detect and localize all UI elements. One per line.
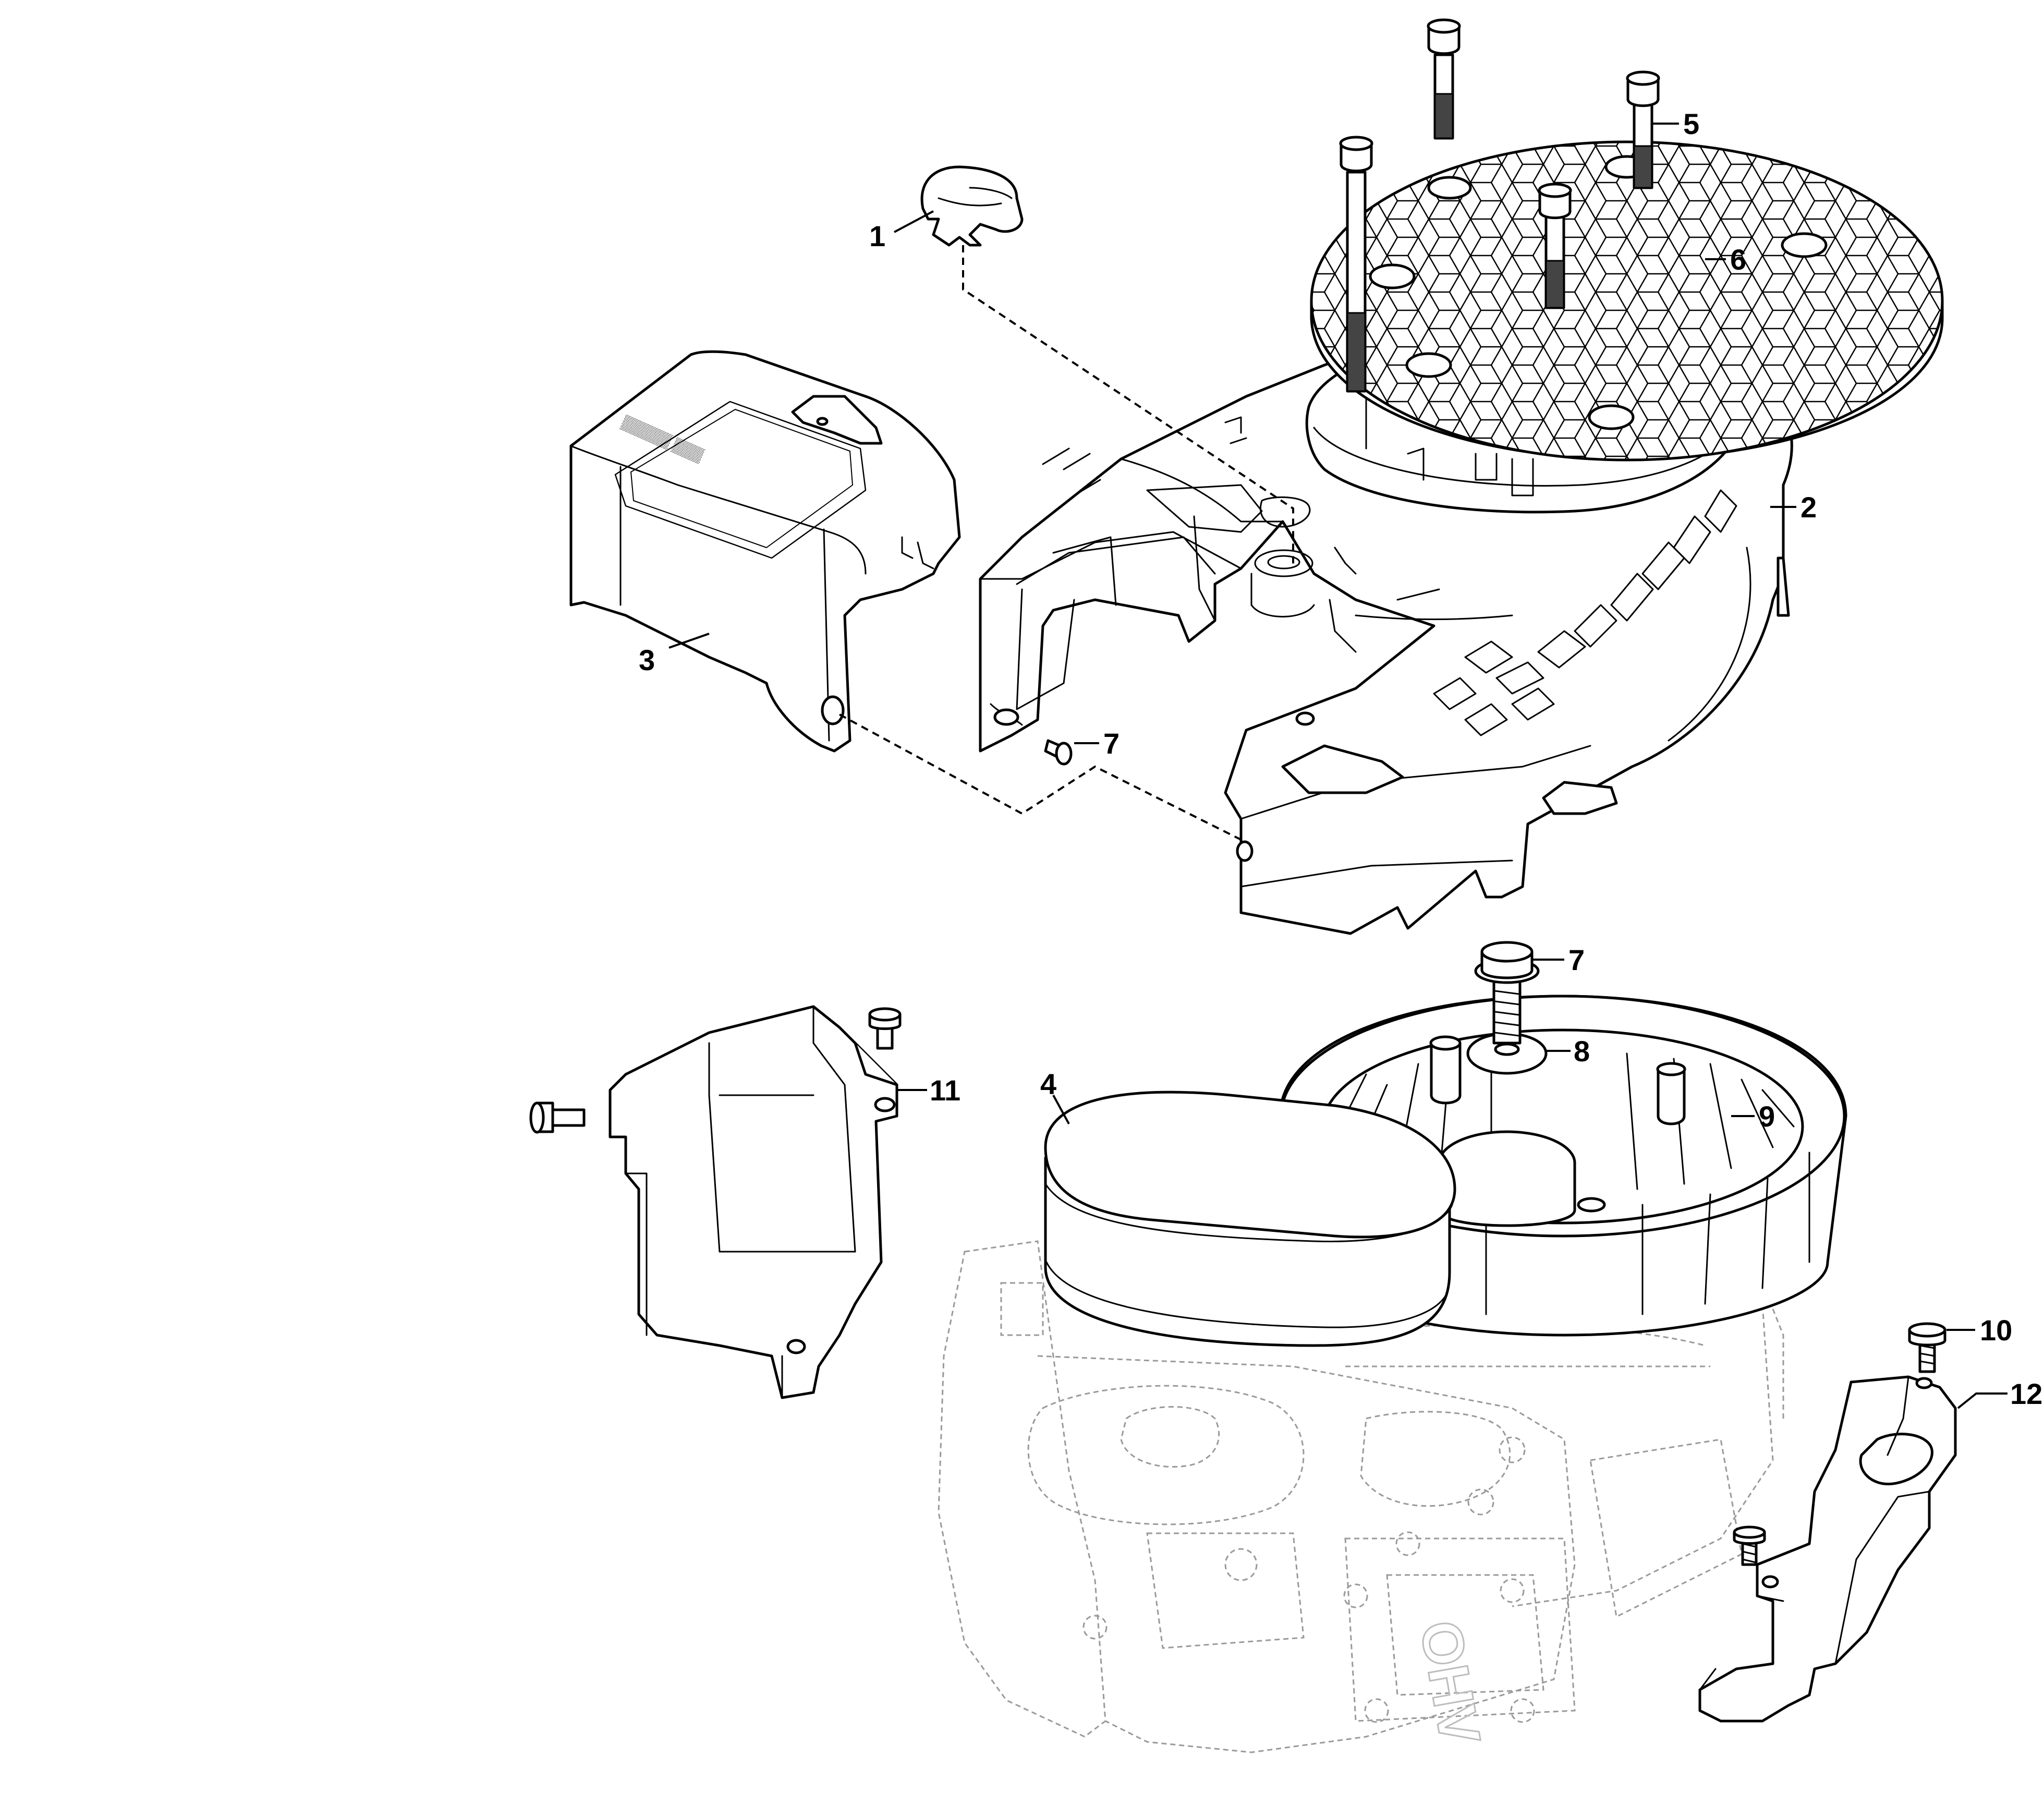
svg-text:3: 3 bbox=[639, 644, 655, 676]
textured-pad bbox=[1310, 140, 1944, 496]
small-bolt-right bbox=[1908, 1322, 1946, 1373]
svg-text:2: 2 bbox=[1800, 491, 1817, 524]
svg-text:7: 7 bbox=[1568, 943, 1585, 976]
svg-text:9: 9 bbox=[1759, 1100, 1775, 1133]
knob bbox=[920, 165, 1024, 247]
engine-marking: OHV bbox=[1408, 1616, 1493, 1750]
svg-text:11: 11 bbox=[930, 1074, 960, 1107]
svg-text:8: 8 bbox=[1574, 1035, 1590, 1068]
callout-3: 3 bbox=[639, 633, 710, 676]
small-bolt-lower bbox=[1733, 1525, 1766, 1566]
long-bolt-2 bbox=[1427, 18, 1461, 140]
small-pin bbox=[1044, 739, 1073, 766]
svg-text:5: 5 bbox=[1683, 107, 1699, 140]
callout-11: 11 bbox=[896, 1074, 960, 1107]
long-bolt-4 bbox=[1538, 183, 1572, 309]
small-bolt-left bbox=[529, 1101, 586, 1134]
callout-1: 1 bbox=[869, 210, 934, 252]
assembly-line-cover bbox=[839, 713, 1242, 841]
callout-2: 2 bbox=[1770, 491, 1817, 524]
right-baffle bbox=[1698, 1375, 1957, 1723]
washer bbox=[1466, 1032, 1548, 1075]
callout-4: 4 bbox=[1040, 1068, 1070, 1124]
assembly-line-knob bbox=[962, 245, 1294, 566]
svg-text:4: 4 bbox=[1040, 1068, 1056, 1100]
callout-8: 8 bbox=[1544, 1035, 1590, 1068]
long-bolt-1 bbox=[1339, 136, 1373, 393]
callout-6: 6 bbox=[1705, 243, 1746, 276]
svg-text:10: 10 bbox=[1980, 1314, 2012, 1347]
callout-5: 5 bbox=[1653, 107, 1699, 140]
callout-7-bolt: 7 bbox=[1533, 943, 1585, 976]
svg-text:7: 7 bbox=[1103, 727, 1120, 760]
svg-text:6: 6 bbox=[1730, 243, 1746, 276]
small-bolt-top bbox=[868, 1007, 902, 1050]
long-bolt-3 bbox=[1626, 70, 1660, 189]
svg-text:1: 1 bbox=[869, 220, 885, 252]
side-shroud bbox=[609, 1005, 898, 1399]
svg-text:12: 12 bbox=[2010, 1377, 2042, 1410]
callout-7-pin: 7 bbox=[1074, 727, 1120, 760]
callout-10: 10 bbox=[1946, 1314, 2012, 1347]
callout-9: 9 bbox=[1731, 1100, 1775, 1133]
flywheel-bolt bbox=[1474, 941, 1540, 1045]
air-filter bbox=[1044, 1091, 1456, 1347]
cover: ▒▒▒ ▒▒▒▒▒ bbox=[569, 350, 961, 753]
callout-12: 12 bbox=[1957, 1377, 2042, 1410]
